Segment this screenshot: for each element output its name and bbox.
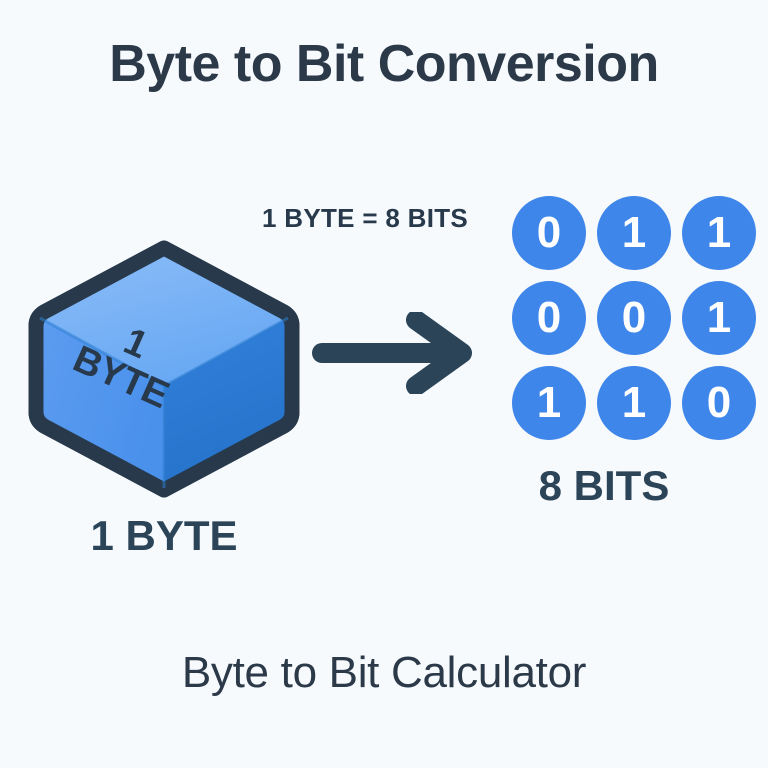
bit-circle: 0 [512,281,586,355]
arrow-right-icon [312,310,472,396]
bit-circle: 1 [597,366,671,440]
bit-circle: 1 [512,366,586,440]
bit-circle: 0 [682,366,756,440]
bit-circle: 0 [512,196,586,270]
bit-circle: 1 [682,196,756,270]
cube-icon [28,240,300,498]
cube-inner-edges [39,316,289,488]
cube-outline-stroke [28,240,300,498]
cube-right-face [164,318,288,488]
cube-left-face [40,318,164,488]
page-title: Byte to Bit Conversion [109,35,659,93]
bit-circle: 1 [597,196,671,270]
footer-title: Byte to Bit Calculator [181,648,587,697]
conversion-arrow [312,310,484,396]
byte-caption: 1 BYTE [90,512,238,559]
conversion-equation-label: 1 BYTE = 8 BITS [262,203,469,233]
bits-caption: 8 BITS [538,462,670,509]
byte-cube-illustration: 1 BYTE [28,240,300,498]
bits-grid: 0 1 1 0 0 1 1 1 0 [512,196,760,440]
bit-circle: 1 [682,281,756,355]
bit-circle: 0 [597,281,671,355]
